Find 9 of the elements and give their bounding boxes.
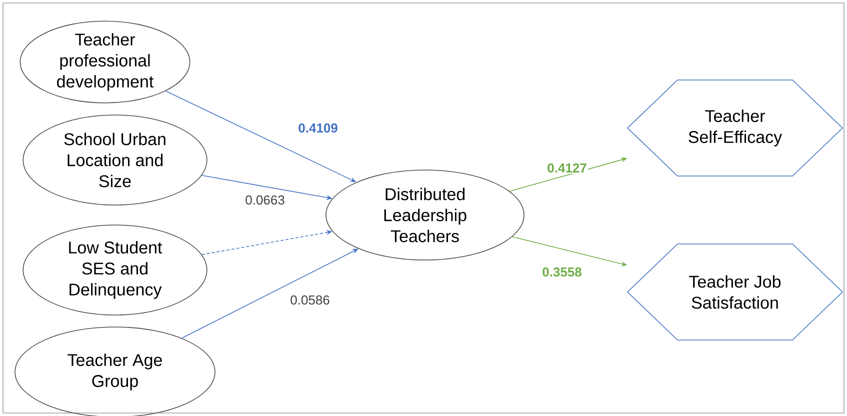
edge-label: 0.0586 bbox=[289, 294, 331, 306]
edge-label: 0.3558 bbox=[541, 266, 583, 278]
ellipse-node: School Urban Location and Size bbox=[22, 114, 208, 206]
edge-label: 0.0663 bbox=[244, 194, 286, 206]
edge-label: 0.4127 bbox=[546, 162, 588, 174]
ellipse-node: Low Student SES and Delinquency bbox=[22, 224, 208, 316]
ellipse-node: Teacher professional development bbox=[20, 20, 190, 104]
edge-label: 0.4109 bbox=[297, 122, 339, 134]
ellipse-node: Distributed Leadership Teachers bbox=[326, 170, 524, 260]
